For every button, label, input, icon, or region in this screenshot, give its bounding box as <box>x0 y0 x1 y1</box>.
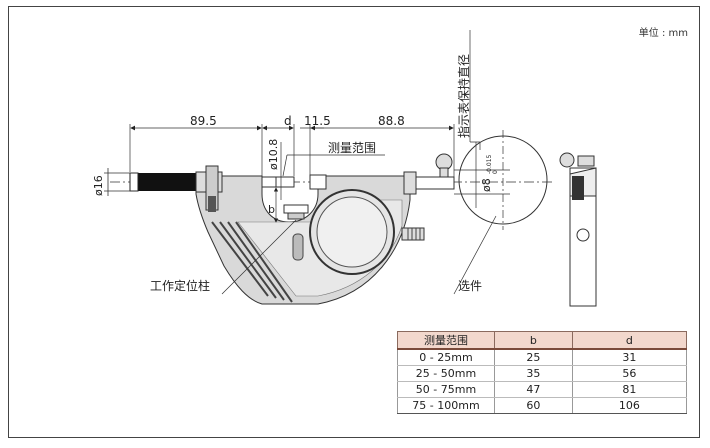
holder-stem <box>409 176 455 190</box>
side-thimble <box>572 176 584 200</box>
table-cell-range: 75 - 100mm <box>397 397 495 414</box>
spec-table: 测量范围 b d 0 - 25mm 25 31 25 - 50mm 35 56 … <box>397 331 688 414</box>
anvil-right <box>309 174 327 190</box>
dim-d-label: d <box>284 114 292 128</box>
side-knob-cap <box>577 155 595 167</box>
table-cell-range: 25 - 50mm <box>397 365 495 382</box>
side-knob <box>559 152 575 168</box>
table-cell-d: 31 <box>571 349 688 366</box>
work-stop-post <box>283 204 309 214</box>
release-button <box>401 227 425 241</box>
anvil <box>275 176 295 188</box>
table-row: 0 - 25mm 25 31 <box>397 349 688 366</box>
option-label: 选件 <box>458 279 482 293</box>
drawing-frame <box>8 6 700 438</box>
work-stop-label: 工作定位柱 <box>150 278 210 293</box>
work-stop-leader <box>221 219 297 295</box>
side-screw <box>576 228 590 242</box>
option-leader <box>453 215 497 295</box>
holder-block <box>403 171 417 195</box>
table-row: 25 - 50mm 35 56 <box>397 365 688 382</box>
thimble-cap <box>129 172 139 192</box>
spindle <box>261 176 277 188</box>
table-cell-b: 25 <box>494 349 573 366</box>
table-cell-d: 56 <box>571 365 688 382</box>
frame-slot <box>292 233 304 261</box>
unit-label: 单位 : mm <box>638 28 688 39</box>
table-cell-b: 60 <box>494 397 573 414</box>
table-cell-range: 50 - 75mm <box>397 381 495 398</box>
release-button-ribs <box>407 228 421 240</box>
table-cell-b: 47 <box>494 381 573 398</box>
holder-tol-bottom: -0.015 <box>486 154 493 174</box>
table-cell-d: 106 <box>571 397 688 414</box>
table-row: 50 - 75mm 47 81 <box>397 381 688 398</box>
table-row: 75 - 100mm 60 106 <box>397 397 688 414</box>
dim-b-label: b <box>268 203 275 216</box>
holder-leader <box>469 30 481 150</box>
table-cell-d: 81 <box>571 381 688 398</box>
table-header-range: 测量范围 <box>397 331 495 350</box>
dim-left-length-label: 89.5 <box>190 114 217 128</box>
work-stop-base <box>287 212 305 220</box>
thimble <box>138 173 196 191</box>
indicator-holder-label: 指示表保持直径 <box>456 54 471 138</box>
dim-spindle-label: ø10.8 <box>267 139 280 170</box>
dim-gap-label: 11.5 <box>304 114 331 128</box>
holder-knob-stem <box>439 167 449 178</box>
holder-dia-label: ø8 <box>480 178 493 192</box>
table-cell-range: 0 - 25mm <box>397 349 495 366</box>
range-label: 测量范围 <box>328 141 376 155</box>
holder-tol-top: 0 <box>492 170 499 174</box>
dim-thimble-label: ø16 <box>92 175 105 196</box>
table-header-row: 测量范围 b d <box>397 331 688 350</box>
lock-knurl <box>208 196 216 212</box>
dim-right-length-label: 88.8 <box>378 114 405 128</box>
dial-inner <box>316 196 388 268</box>
table-cell-b: 35 <box>494 365 573 382</box>
frame-bevel <box>211 221 293 303</box>
table-header-d: d <box>571 331 688 350</box>
table-header-b: b <box>494 331 573 350</box>
range-arrow <box>282 154 288 177</box>
